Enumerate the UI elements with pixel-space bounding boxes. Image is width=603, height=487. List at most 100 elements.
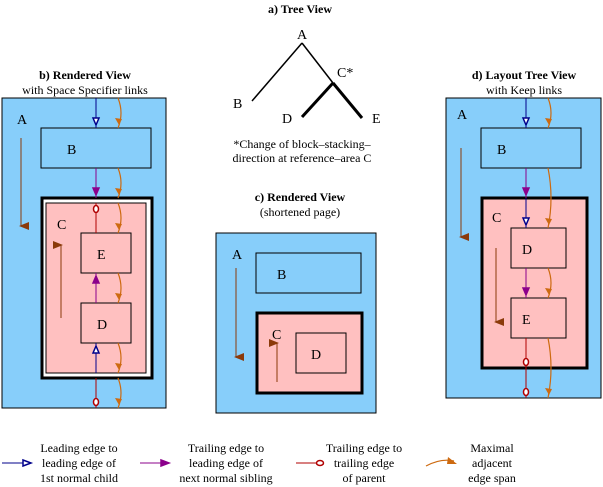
area-c [480, 196, 589, 370]
arrow-head-icon [545, 388, 552, 395]
label-c: C [57, 218, 66, 233]
subtitle-layout-tree-view: with Keep links [486, 83, 562, 97]
arrow-head-icon [22, 458, 34, 468]
trailing-to-leading-link [91, 168, 101, 198]
label-a: A [457, 108, 468, 123]
label-c: C [272, 328, 281, 343]
label-d: D [97, 318, 107, 333]
trailing-to-leading-link [521, 168, 531, 198]
legend-text: Trailing edge to [326, 441, 402, 455]
edge-span-link [545, 337, 552, 399]
arrow-head-icon [521, 187, 531, 197]
label-b: B [497, 143, 506, 158]
area-b [255, 252, 362, 294]
span-curve [117, 97, 122, 129]
label-e: E [522, 313, 531, 328]
arrow-head-icon [91, 117, 101, 127]
legend-text: 1st normal child [40, 471, 118, 485]
span-curve [117, 377, 122, 409]
span-curve [547, 267, 552, 299]
area-e [80, 232, 132, 274]
area-b [40, 127, 152, 169]
label-a: A [17, 113, 28, 128]
circle-head-icon [522, 357, 530, 367]
arrow-head-icon [115, 363, 122, 370]
arrow-head-icon [115, 223, 122, 230]
edge-span-link [115, 167, 122, 199]
span-curve [117, 342, 122, 374]
trailing-to-trailing-link [522, 338, 530, 368]
legend-text: next normal sibling [179, 471, 272, 485]
label-b: B [67, 143, 76, 158]
rendered-view-c: A B C D [215, 232, 377, 414]
edge-span-link [115, 202, 122, 234]
area-d [510, 227, 567, 269]
edge-span-link [115, 272, 122, 304]
arrow-head-icon [160, 458, 172, 468]
edge-span-link [115, 377, 122, 409]
rendered-view-b: A B C E D [1, 97, 167, 409]
edge-span-link [545, 97, 552, 129]
label-d: D [311, 348, 321, 363]
span-curve [547, 97, 552, 129]
title-layout-tree-view: d) Layout Tree View [472, 68, 577, 82]
tree-node-e: E [372, 112, 381, 127]
label-e: E [97, 248, 106, 263]
legend-text: leading edge of [189, 456, 263, 470]
edge-span-link [115, 97, 122, 129]
area-d [295, 332, 347, 374]
area-e [510, 297, 567, 339]
legend-text: leading edge of [42, 456, 116, 470]
area-d [80, 302, 132, 344]
arrow-head-icon [115, 398, 122, 405]
trailing-to-leading-link [91, 273, 101, 303]
trailing-to-trailing-link [522, 368, 530, 398]
legend-text: edge span [468, 471, 516, 485]
tree-edge-c-e [331, 82, 364, 119]
leading-edge-link [521, 198, 531, 228]
label-b: B [277, 268, 286, 283]
legend-text: of parent [343, 471, 387, 485]
subtitle-rendered-view-b: with Space Specifier links [22, 83, 148, 97]
arrow-head-icon [521, 217, 531, 227]
tree-view: A B C* D E *Change of block–stacking– di… [233, 28, 381, 165]
leading-edge-link [521, 98, 531, 128]
title-tree-view: a) Tree View [268, 2, 332, 16]
leading-edge-link [91, 98, 101, 128]
arrow-head-icon [545, 218, 552, 225]
arrow-head-icon [91, 187, 101, 197]
trailing-to-trailing-link [92, 203, 100, 233]
label-d: D [522, 243, 532, 258]
tree-note-line2: direction at reference–area C [233, 151, 372, 165]
label-a: A [232, 248, 243, 263]
span-curve [117, 272, 122, 304]
arrow-head-icon [115, 188, 122, 195]
arrow-head-icon [545, 118, 552, 125]
arrow-head-icon [521, 287, 531, 297]
arrow-head-icon [521, 117, 531, 127]
trailing-to-trailing-link [92, 378, 100, 408]
edge-span-link [545, 167, 552, 229]
legend-text: trailing edge [334, 456, 394, 470]
tree-node-d: D [282, 112, 292, 127]
circle-head-icon [92, 397, 100, 407]
edge-span-link [545, 267, 552, 299]
title-rendered-view-b: b) Rendered View [39, 68, 131, 82]
span-curve [117, 202, 122, 234]
legend-text: Maximal [470, 441, 514, 455]
tree-node-c: C* [337, 66, 353, 81]
legend-text: adjacent [472, 456, 513, 470]
tree-node-b: B [233, 97, 242, 112]
trailing-to-leading-link [521, 268, 531, 298]
tree-edge-c-d [300, 81, 335, 119]
title-rendered-view-c: c) Rendered View [255, 190, 346, 204]
span-curve [117, 167, 122, 199]
tree-note-line1: *Change of block–stacking– [233, 137, 371, 151]
label-c: C [492, 211, 501, 226]
leading-edge-link [91, 343, 101, 373]
